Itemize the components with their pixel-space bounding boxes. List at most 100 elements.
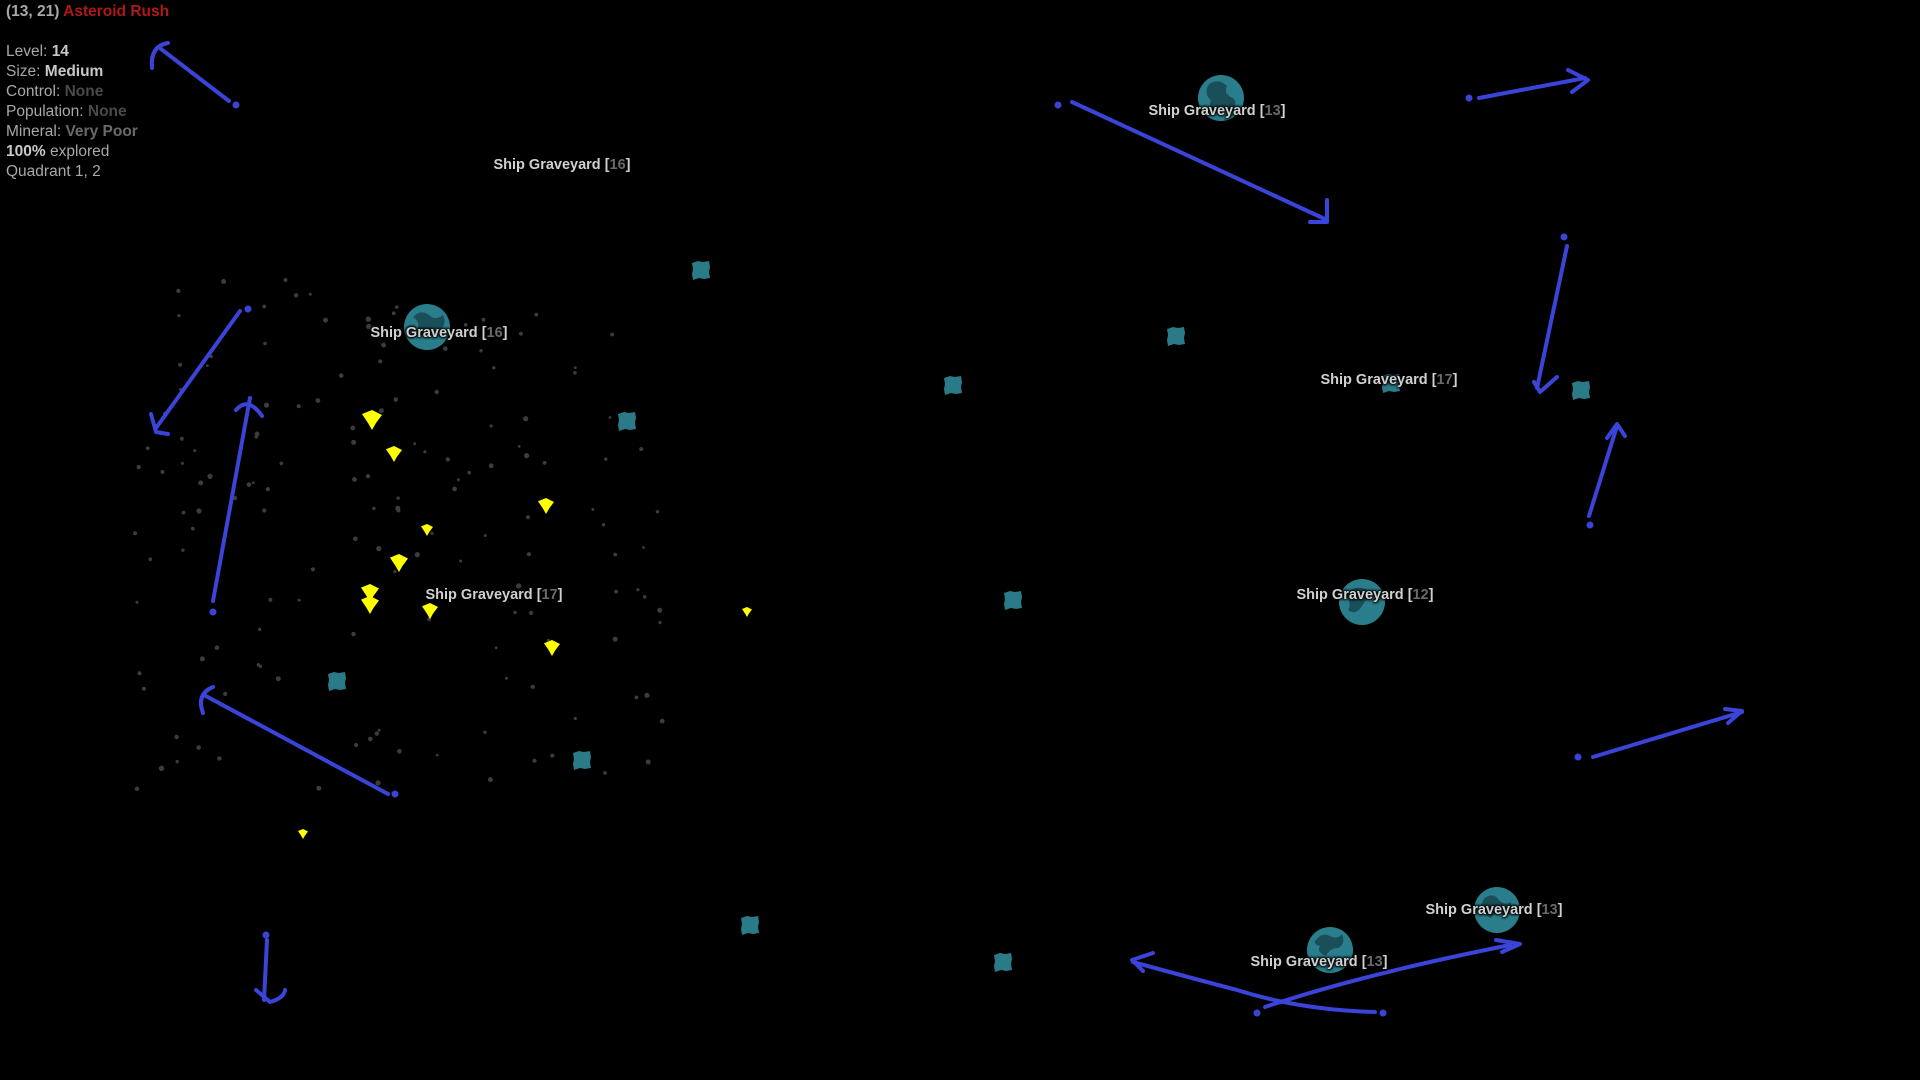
debris-dot	[573, 716, 577, 721]
debris-dot	[604, 457, 608, 461]
debris-dot	[254, 434, 259, 439]
debris-dot	[233, 495, 238, 501]
debris-dot	[542, 461, 547, 465]
debris-dot	[642, 595, 647, 599]
graveyard-label[interactable]: Ship Graveyard [12]	[1296, 587, 1434, 603]
debris-dot	[221, 279, 227, 284]
planet-icon[interactable]	[404, 304, 450, 350]
planet-icon[interactable]	[1198, 75, 1244, 121]
debris-dot	[393, 570, 397, 574]
debris-dot	[393, 397, 398, 402]
system-coords: (13, 21)	[6, 3, 60, 20]
debris-dot	[160, 469, 165, 474]
graveyard-label[interactable]: Ship Graveyard [17]	[425, 587, 563, 603]
graveyard-label[interactable]: Ship Graveyard [16]	[493, 157, 631, 173]
debris-dot	[141, 686, 146, 691]
asteroid-icon[interactable]	[1167, 327, 1185, 346]
asteroid-icon[interactable]	[328, 672, 346, 691]
debris-dot	[573, 366, 577, 370]
asteroid-icon[interactable]	[994, 953, 1012, 972]
asteroid-icon[interactable]	[741, 916, 759, 935]
debris-dot	[434, 389, 439, 395]
debris-dot	[492, 366, 496, 370]
debris-dot	[396, 508, 401, 513]
debris-dot	[435, 753, 439, 757]
debris-dot	[316, 785, 322, 791]
debris-dot	[610, 332, 614, 337]
debris-dot	[263, 341, 267, 346]
debris-dot	[268, 597, 273, 602]
ship-icon[interactable]	[386, 446, 402, 462]
debris-dot	[467, 470, 472, 475]
ship-icon[interactable]	[362, 410, 382, 430]
debris-dot	[397, 749, 402, 754]
graveyard-label[interactable]: Ship Graveyard [13]	[1148, 103, 1286, 119]
debris-dot	[198, 480, 204, 486]
ship-icon[interactable]	[538, 498, 554, 514]
asteroid-icon[interactable]	[1382, 374, 1400, 393]
debris-dot	[518, 331, 523, 336]
debris-dot	[381, 342, 386, 348]
asteroid-icon[interactable]	[692, 261, 710, 280]
asteroid-icon[interactable]	[618, 412, 636, 431]
planet-icon[interactable]	[1339, 579, 1385, 625]
population-label: Population:	[6, 103, 84, 120]
debris-dot	[136, 464, 141, 470]
graveyard-label[interactable]: Ship Graveyard [17]	[1320, 372, 1458, 388]
debris-dot	[525, 515, 531, 520]
ship-icon[interactable]	[544, 640, 560, 656]
drift-arrow	[1130, 951, 1387, 1017]
explored-row: 100% explored	[6, 142, 169, 162]
debris-dot	[353, 536, 358, 542]
asteroid-icon[interactable]	[1004, 591, 1022, 610]
debris-dot	[534, 312, 539, 317]
debris-dot	[612, 636, 618, 642]
control-row: Control: None	[6, 82, 169, 102]
debris-dot	[550, 753, 555, 758]
asteroid-icon[interactable]	[944, 376, 962, 395]
ship-icon[interactable]	[390, 554, 408, 572]
asteroid-icon[interactable]	[573, 751, 591, 770]
debris-dot	[207, 473, 213, 479]
debris-dot	[258, 627, 262, 632]
system-info-panel: (13, 21) Asteroid Rush Level: 14 Size: M…	[6, 2, 169, 182]
debris-dot	[463, 323, 468, 327]
ship-icon[interactable]	[422, 603, 438, 619]
debris-dot	[516, 583, 522, 589]
debris-dot	[374, 731, 379, 736]
debris-dot	[214, 645, 220, 650]
ship-icon[interactable]	[361, 596, 379, 614]
drift-arrow	[1253, 938, 1522, 1017]
debris-dot	[181, 548, 185, 552]
debris-dot	[513, 610, 517, 615]
asteroid-icon[interactable]	[1572, 381, 1590, 400]
debris-dot	[659, 718, 665, 724]
graveyard-label[interactable]: Ship Graveyard [13]	[1425, 902, 1563, 918]
debris-dot	[391, 311, 396, 316]
ship-icon[interactable]	[361, 584, 379, 602]
mineral-value: Very Poor	[65, 123, 138, 140]
debris-dot	[377, 728, 381, 732]
graveyard-label[interactable]: Ship Graveyard [16]	[370, 325, 508, 341]
ship-icon[interactable]	[421, 524, 433, 536]
explored-value: 100%	[6, 143, 46, 160]
quadrant-row: Quadrant 1, 2	[6, 163, 101, 180]
ship-icon[interactable]	[298, 829, 308, 839]
debris-dot	[517, 445, 521, 448]
debris-dot	[414, 552, 420, 558]
planet-icon[interactable]	[1307, 927, 1353, 973]
debris-dot	[283, 278, 288, 282]
drift-arrow	[1465, 68, 1590, 102]
debris-dot	[190, 526, 195, 531]
debris-dot	[310, 567, 315, 572]
planet-icon[interactable]	[1474, 887, 1520, 933]
ship-icon[interactable]	[742, 607, 752, 617]
debris-dot	[396, 496, 400, 500]
debris-dot	[372, 506, 376, 511]
debris-dot	[279, 461, 284, 466]
debris-dot	[483, 534, 487, 537]
graveyard-label[interactable]: Ship Graveyard [13]	[1250, 954, 1388, 970]
debris-dot	[158, 765, 165, 771]
debris-field	[133, 278, 665, 791]
